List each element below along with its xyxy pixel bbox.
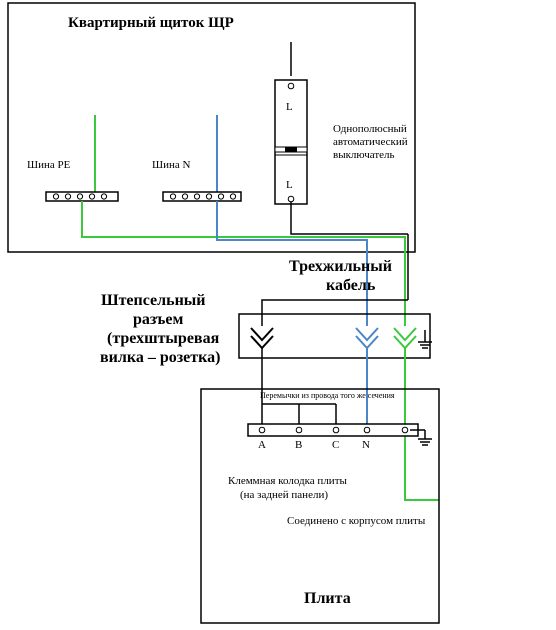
plug-n-contact-icon bbox=[355, 327, 379, 350]
cable-label: Трехжильный кабель bbox=[289, 258, 392, 294]
svg-text:Штепсельный: Штепсельный bbox=[101, 292, 206, 309]
bus-pe-label: Шина PE bbox=[27, 159, 71, 171]
panel-box bbox=[7, 2, 416, 253]
stove-title: Плита bbox=[304, 590, 351, 607]
svg-text:(трехштыревая: (трехштыревая bbox=[107, 330, 220, 347]
stove-pe-wire bbox=[404, 348, 439, 501]
breaker-top-letter: L bbox=[286, 101, 293, 113]
stove-box bbox=[200, 388, 440, 624]
terminal-c-label: C bbox=[332, 439, 339, 451]
breaker-label: Однополюсный автоматический выключатель bbox=[333, 123, 408, 161]
svg-text:Трехжильный: Трехжильный bbox=[289, 258, 392, 275]
bus-pe bbox=[45, 191, 119, 202]
svg-text:автоматический: автоматический bbox=[333, 136, 408, 148]
terminal-block bbox=[247, 423, 419, 437]
plug-l-contact-icon bbox=[250, 327, 274, 350]
terminal-a-label: A bbox=[258, 439, 266, 451]
svg-text:кабель: кабель bbox=[326, 277, 376, 294]
jumpers bbox=[262, 403, 337, 424]
panel-title: Квартирный щиток ЩР bbox=[68, 15, 234, 31]
svg-text:Однополюсный: Однополюсный bbox=[333, 123, 407, 135]
bus-n-label: Шина N bbox=[152, 159, 191, 171]
terminal-ground-icon bbox=[418, 430, 432, 446]
terminal-b-label: B bbox=[295, 439, 302, 451]
jumpers-note: Перемычки из провода того же сечения bbox=[260, 391, 395, 400]
breaker-bottom-letter: L bbox=[286, 179, 293, 191]
bus-n bbox=[162, 191, 242, 202]
l-internal-wire bbox=[290, 202, 408, 235]
svg-text:выключатель: выключатель bbox=[333, 149, 395, 161]
plug-box bbox=[238, 313, 431, 359]
breaker bbox=[274, 42, 308, 205]
plug-ground-icon bbox=[418, 330, 432, 349]
plug-pe-contact-icon bbox=[393, 327, 417, 350]
pe-internal-wire bbox=[81, 201, 406, 304]
terminal-n-label: N bbox=[362, 439, 370, 451]
n-internal-wire bbox=[216, 201, 368, 304]
svg-text:разъем: разъем bbox=[133, 311, 183, 328]
terminal-block-label: Клеммная колодка плиты (на задней панели… bbox=[228, 475, 347, 501]
cable-l-wire bbox=[261, 299, 408, 326]
svg-text:вилка – розетка): вилка – розетка) bbox=[100, 349, 220, 366]
svg-text:(на задней панели): (на задней панели) bbox=[240, 489, 328, 501]
plug-label: Штепсельный разъем (трехштыревая вилка –… bbox=[100, 292, 220, 366]
case-connection-label: Соединено с корпусом плиты bbox=[287, 515, 426, 527]
svg-text:Клеммная колодка плиты: Клеммная колодка плиты bbox=[228, 475, 347, 487]
